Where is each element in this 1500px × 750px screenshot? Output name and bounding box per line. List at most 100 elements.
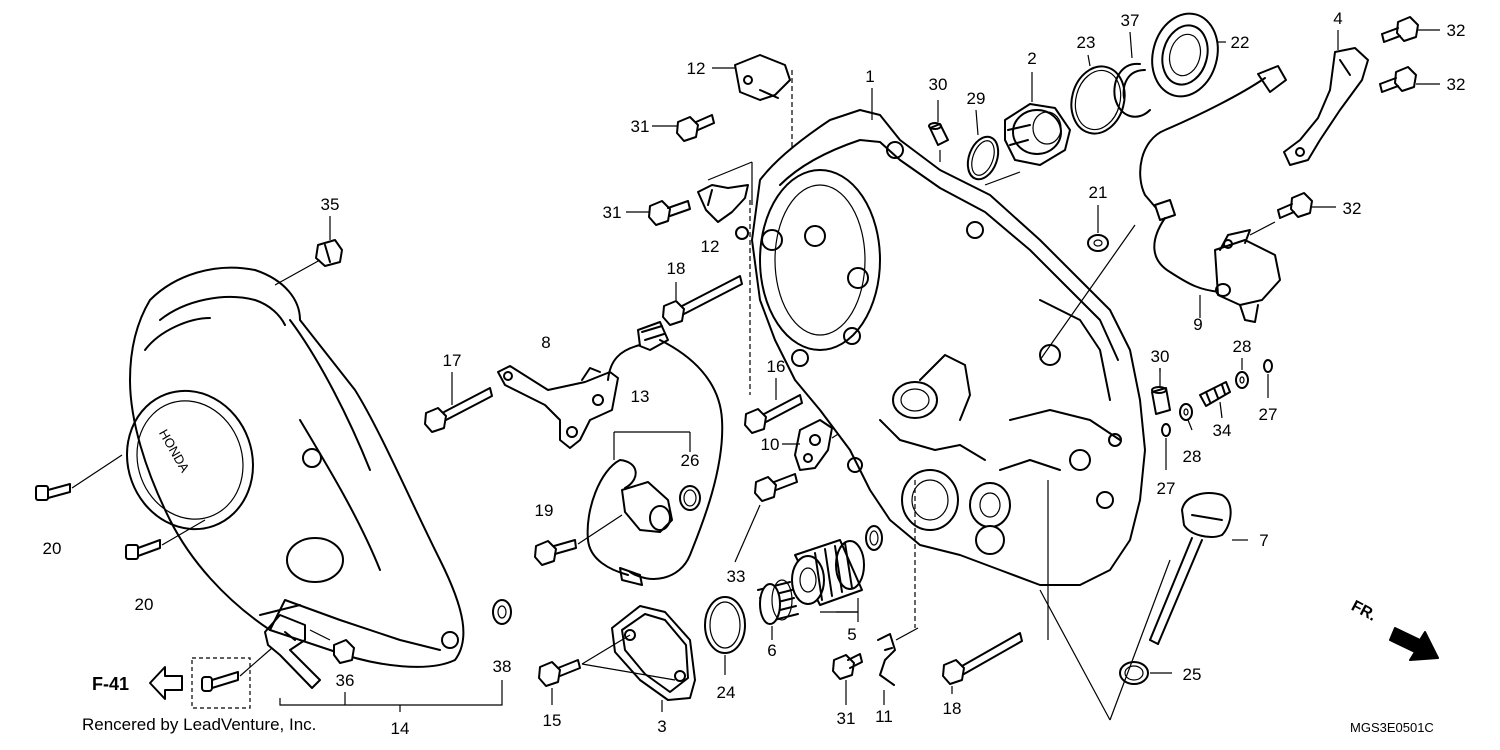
callout-20-lower: 20 bbox=[135, 595, 154, 614]
callout-7: 7 bbox=[1259, 531, 1268, 550]
callout-25: 25 bbox=[1183, 665, 1202, 684]
callout-38: 38 bbox=[493, 657, 512, 676]
callout-30-upper: 30 bbox=[929, 75, 948, 94]
sensor-13-assembly bbox=[586, 321, 724, 586]
bolt-31-upper bbox=[652, 114, 715, 142]
callout-23: 23 bbox=[1077, 33, 1096, 52]
callout-14-bracket bbox=[279, 680, 503, 706]
callout-24: 24 bbox=[717, 683, 736, 702]
callout-36: 36 bbox=[336, 671, 355, 690]
washer-21 bbox=[1087, 205, 1109, 252]
callout-30-lower: 30 bbox=[1151, 347, 1170, 366]
washer-27-lower bbox=[1161, 423, 1171, 437]
callout-18-upper: 18 bbox=[667, 259, 686, 278]
bolt-33 bbox=[734, 473, 798, 563]
callout-32-b: 32 bbox=[1447, 75, 1466, 94]
callout-31-lower: 31 bbox=[837, 709, 856, 728]
bolt-16 bbox=[744, 378, 803, 434]
cover-seal-plate bbox=[264, 614, 321, 689]
callout-34: 34 bbox=[1213, 421, 1232, 440]
filter-o-ring bbox=[865, 525, 883, 551]
callout-27-upper: 27 bbox=[1259, 405, 1278, 424]
credit-text: Rencered by LeadVenture, Inc. bbox=[82, 715, 316, 734]
callout-22: 22 bbox=[1231, 33, 1250, 52]
callout-37: 37 bbox=[1121, 11, 1140, 30]
page-reference-label: F-41 bbox=[92, 674, 129, 694]
clip-11 bbox=[877, 480, 919, 705]
bolt-32-c bbox=[1249, 192, 1336, 236]
callout-8: 8 bbox=[541, 333, 550, 352]
o-ring-29 bbox=[966, 135, 1000, 181]
callout-19: 19 bbox=[535, 501, 554, 520]
callout-17: 17 bbox=[443, 351, 462, 370]
callout-35: 35 bbox=[321, 195, 340, 214]
snap-ring-37 bbox=[1113, 31, 1151, 118]
bolt-19 bbox=[534, 514, 623, 566]
callout-4: 4 bbox=[1333, 9, 1342, 28]
right-crankcase-cover-1 bbox=[735, 109, 1146, 586]
dowel-pin-30-lower bbox=[1151, 368, 1171, 415]
callout-16: 16 bbox=[767, 357, 786, 376]
callout-20-upper: 20 bbox=[43, 539, 62, 558]
bolt-17 bbox=[424, 372, 493, 433]
o-ring-23 bbox=[1070, 54, 1126, 135]
callout-31-upper: 31 bbox=[631, 117, 650, 136]
callout-13: 13 bbox=[631, 387, 650, 406]
callout-2: 2 bbox=[1027, 49, 1036, 68]
callout-31-middle: 31 bbox=[603, 203, 622, 222]
bolt-18-lower bbox=[942, 632, 1023, 694]
bolt-32-a bbox=[1381, 16, 1440, 43]
callout-10: 10 bbox=[761, 435, 780, 454]
bolt-31-lower bbox=[832, 653, 863, 705]
dowel-pin-30-upper bbox=[928, 100, 949, 162]
callout-11: 11 bbox=[875, 707, 893, 726]
washer-28-upper bbox=[1235, 371, 1249, 389]
dashed-detail-box bbox=[191, 647, 273, 709]
collar-38 bbox=[492, 599, 512, 625]
bracket-12-upper bbox=[712, 54, 791, 101]
callout-26: 26 bbox=[681, 451, 700, 470]
o-ring-26 bbox=[679, 485, 701, 511]
callout-29: 29 bbox=[967, 89, 986, 108]
bracket-8 bbox=[497, 365, 619, 449]
callout-12-lower: 12 bbox=[701, 237, 720, 256]
spring-6 bbox=[757, 579, 799, 640]
callout-28-upper: 28 bbox=[1233, 337, 1252, 356]
filter-cover-3 bbox=[611, 605, 696, 712]
bearing-22 bbox=[1151, 12, 1226, 98]
callout-33: 33 bbox=[727, 567, 746, 586]
bolt-15 bbox=[538, 634, 676, 705]
sensor-9-assembly bbox=[1139, 65, 1287, 323]
washer-28-lower bbox=[1179, 403, 1193, 421]
front-direction-arrow: FR. bbox=[1348, 598, 1439, 661]
callout-32-a: 32 bbox=[1447, 21, 1466, 40]
bolt-31-middle bbox=[626, 200, 691, 226]
bolt-20-lower bbox=[125, 519, 206, 560]
callout-5: 5 bbox=[847, 625, 856, 644]
stud-34 bbox=[1199, 381, 1231, 407]
callout-28-lower: 28 bbox=[1183, 447, 1202, 466]
bolt-32-b bbox=[1379, 66, 1440, 93]
callout-32-c: 32 bbox=[1343, 199, 1362, 218]
callout-15: 15 bbox=[543, 711, 562, 730]
washer-27-upper bbox=[1263, 359, 1273, 373]
o-ring-24 bbox=[704, 596, 746, 675]
callout-9: 9 bbox=[1193, 315, 1202, 334]
left-crankcase-cover: HONDA bbox=[126, 266, 465, 668]
callout-labels: 1 2 3 4 5 6 7 8 9 10 11 12 12 13 14 15 1… bbox=[43, 9, 1466, 738]
callout-18-lower: 18 bbox=[943, 699, 962, 718]
callout-14: 14 bbox=[391, 719, 410, 738]
front-direction-label: FR. bbox=[1348, 598, 1379, 625]
page-reference-arrow: F-41 bbox=[92, 666, 183, 700]
nut-36 bbox=[309, 629, 355, 664]
oil-dipstick-7 bbox=[1149, 492, 1248, 645]
seal-holder-2 bbox=[1004, 72, 1071, 166]
wire-clamp-4 bbox=[1283, 30, 1369, 166]
cap-nut-35 bbox=[274, 239, 343, 286]
bracket-12-lower bbox=[697, 161, 753, 223]
callout-3: 3 bbox=[657, 717, 666, 736]
oil-filter-5 bbox=[791, 539, 865, 622]
callout-27-lower: 27 bbox=[1157, 479, 1176, 498]
o-ring-25 bbox=[1119, 661, 1172, 685]
